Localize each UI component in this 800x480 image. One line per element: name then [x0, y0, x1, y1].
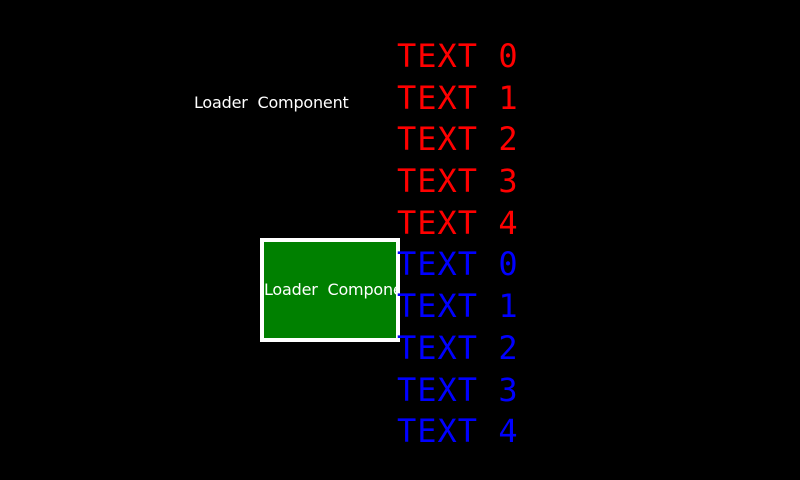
- list-item: TEXT 1: [397, 287, 519, 326]
- loader-component-widget-label: Loader Component: [264, 280, 396, 299]
- list-item: TEXT 4: [397, 203, 519, 242]
- list-item: TEXT 2: [397, 120, 519, 159]
- list-item: TEXT 0: [397, 37, 519, 75]
- list-item: TEXT 0: [397, 245, 519, 284]
- list-item: TEXT 1: [397, 78, 519, 117]
- loader-component-widget[interactable]: Loader Component: [260, 238, 400, 342]
- text-list: TEXT 0 TEXT 1 TEXT 2 TEXT 3 TEXT 4 TEXT …: [397, 36, 519, 453]
- list-item: TEXT 4: [397, 412, 519, 451]
- list-item: TEXT 3: [397, 370, 519, 409]
- list-item: TEXT 2: [397, 328, 519, 367]
- list-item: TEXT 3: [397, 162, 519, 201]
- loader-component-label: Loader Component: [194, 93, 349, 112]
